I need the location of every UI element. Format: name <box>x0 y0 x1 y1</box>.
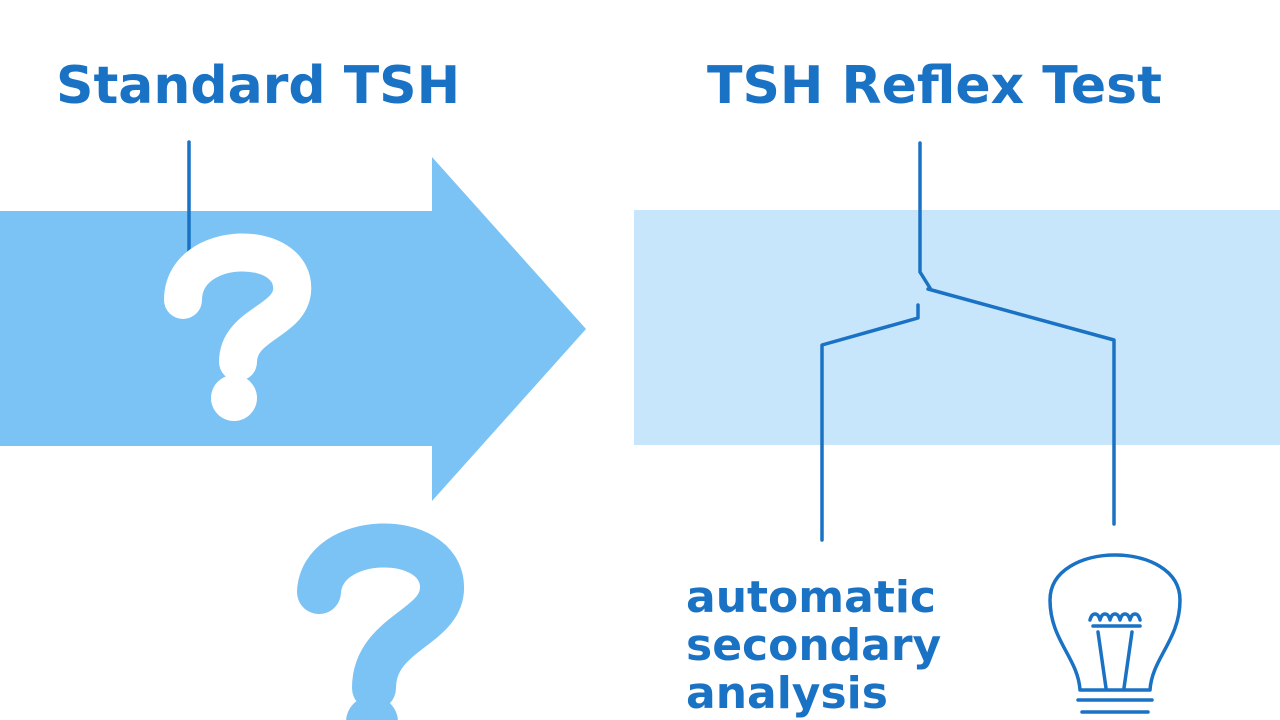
reflex-trunk-line <box>918 141 932 290</box>
reflex-branch-connector <box>820 141 1116 542</box>
standard-tsh-heading: Standard TSH <box>56 56 461 116</box>
reflex-right-branch-line <box>926 287 1116 526</box>
standard-arrow <box>0 157 586 501</box>
reflex-caption: automatic secondary analysis <box>686 574 941 718</box>
reflex-caption-line-3: analysis <box>686 668 888 719</box>
lightbulb-icon <box>1048 553 1182 714</box>
floating-question-mark-icon <box>297 523 464 720</box>
reflex-caption-line-1: automatic <box>686 572 937 623</box>
reflex-caption-line-2: secondary <box>686 620 942 671</box>
reflex-band <box>634 210 1280 445</box>
question-mark-icon <box>164 233 312 421</box>
reflex-left-branch-line <box>820 303 920 542</box>
reflex-test-heading: TSH Reflex Test <box>707 56 1162 116</box>
